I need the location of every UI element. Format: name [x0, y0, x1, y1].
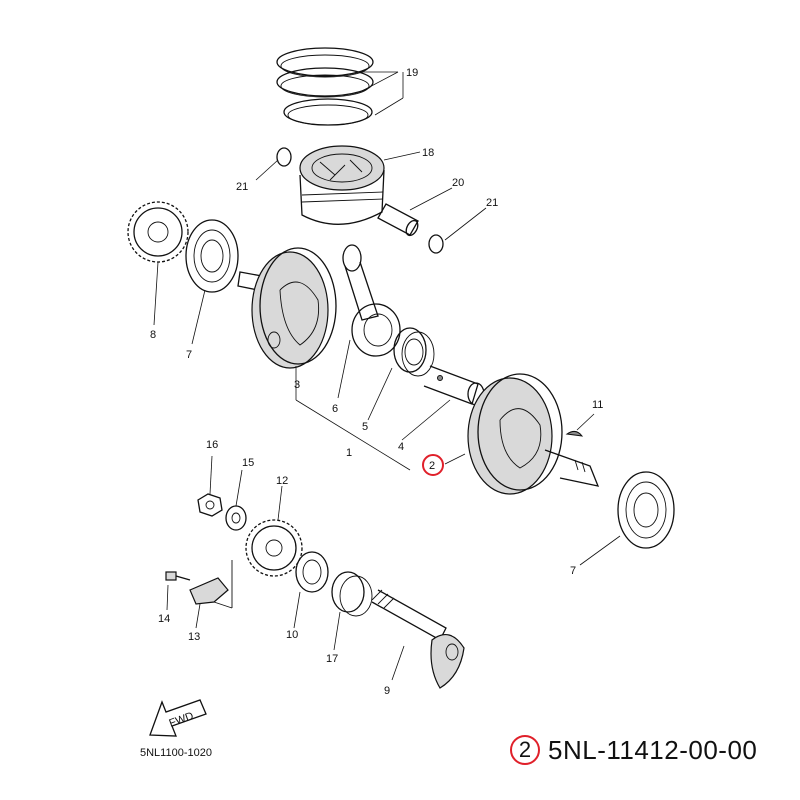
callout-6: 6	[332, 403, 338, 415]
callout-11: 11	[592, 399, 603, 411]
callout-18: 18	[422, 147, 434, 159]
nut	[197, 493, 223, 517]
needle-bearing	[393, 327, 435, 377]
callout-7-left: 7	[186, 349, 192, 361]
callout-15: 15	[242, 457, 254, 469]
lock-plate	[189, 560, 233, 609]
crank-web-left	[237, 247, 337, 369]
circlip-left	[276, 147, 292, 167]
callout-19: 19	[406, 67, 418, 79]
callout-21-right: 21	[486, 197, 498, 209]
callout-13: 13	[188, 631, 200, 643]
crank-web-right	[467, 373, 600, 495]
callout-9: 9	[384, 685, 390, 697]
piston	[299, 145, 385, 225]
part-number-caption: 2 5NL-11412-00-00	[510, 730, 757, 770]
part-number: 5NL-11412-00-00	[548, 734, 758, 765]
callout-2-highlight-ring	[422, 454, 444, 476]
caption-ref-number: 2	[518, 737, 532, 762]
piston-rings	[276, 47, 374, 126]
callout-12: 12	[276, 475, 288, 487]
woodruff-key	[565, 430, 584, 437]
callout-5: 5	[362, 421, 368, 433]
callout-17: 17	[326, 653, 338, 665]
callout-16: 16	[206, 439, 218, 451]
fwd-text: FWD	[168, 710, 196, 730]
callout-20: 20	[452, 177, 464, 189]
callout-3: 3	[294, 379, 300, 391]
circlip-right	[428, 234, 444, 254]
crank-pin	[423, 365, 485, 406]
washer	[225, 505, 247, 531]
callout-8: 8	[150, 329, 156, 341]
caption-ref-circle: 2	[510, 735, 540, 765]
piston-pin	[377, 203, 419, 237]
drive-gear	[127, 201, 189, 263]
callout-10: 10	[286, 629, 298, 641]
connecting-rod	[342, 244, 401, 357]
callout-21-left: 21	[236, 181, 248, 193]
bearing-left	[185, 219, 239, 293]
bearing-right	[617, 471, 675, 549]
needle-bearing-17	[331, 571, 373, 617]
leader-lines	[153, 71, 621, 681]
callout-1: 1	[346, 447, 352, 459]
drawing-code: 5NL1100-1020	[140, 747, 212, 759]
callout-7-right: 7	[570, 565, 576, 577]
balancer-drive-gear	[245, 519, 303, 577]
fwd-arrow-icon: FWD	[149, 699, 207, 737]
callout-14: 14	[158, 613, 170, 625]
callout-2: 2	[429, 460, 435, 472]
callout-4: 4	[398, 441, 404, 453]
balancer-shaft	[371, 589, 465, 689]
bearing-10	[295, 551, 329, 593]
bolt	[165, 571, 191, 581]
